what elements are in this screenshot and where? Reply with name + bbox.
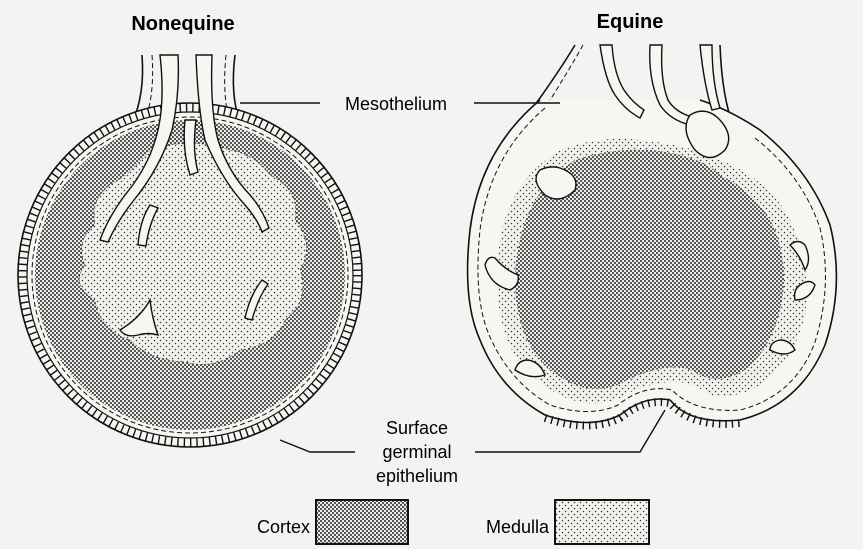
mesothelium-label: Mesothelium xyxy=(345,94,447,114)
mesothelium-label-group: Mesothelium xyxy=(240,94,560,114)
title-equine: Equine xyxy=(597,11,664,33)
legend: Cortex Medulla xyxy=(257,500,649,544)
legend-cortex-label: Cortex xyxy=(257,517,310,537)
legend-medulla-swatch xyxy=(555,500,649,544)
surface-label-line3: epithelium xyxy=(376,466,458,486)
surface-germinal-epithelium-label-group: Surface germinal epithelium xyxy=(280,410,665,486)
legend-cortex-swatch xyxy=(316,500,408,544)
surface-label-line2: germinal xyxy=(382,442,451,462)
nonequine-ovary xyxy=(18,55,362,447)
equine-ovary xyxy=(468,45,837,426)
surface-leader-left xyxy=(280,440,355,452)
surface-label-line1: Surface xyxy=(386,418,448,438)
legend-medulla-label: Medulla xyxy=(486,517,550,537)
title-nonequine: Nonequine xyxy=(131,13,234,35)
